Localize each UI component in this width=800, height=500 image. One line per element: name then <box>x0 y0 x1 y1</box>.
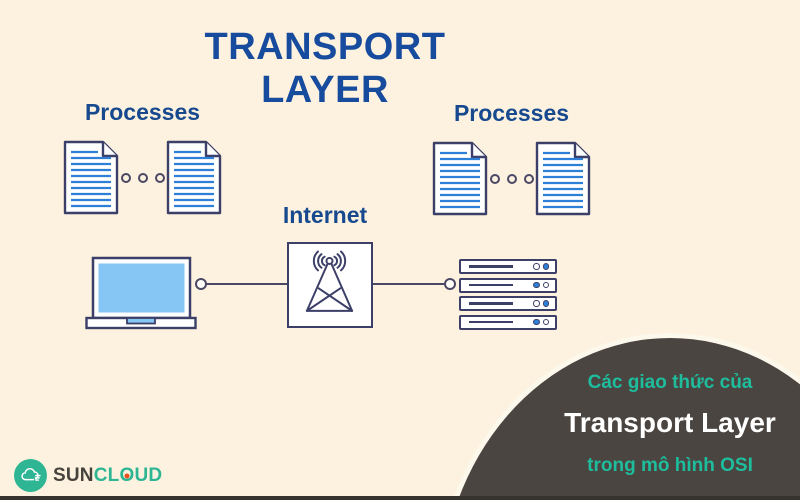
server-icon <box>459 259 557 330</box>
left-process-cluster <box>62 140 223 215</box>
left-processes-label: Processes <box>84 99 201 125</box>
orange-dot-icon <box>124 473 130 479</box>
banner-line-2: Transport Layer <box>564 407 776 438</box>
dot-icon <box>506 173 517 184</box>
connector-line-left <box>205 283 287 285</box>
laptop-icon <box>85 256 197 330</box>
banner-line-3: trong mô hình OSI <box>587 455 753 476</box>
server-row <box>459 314 557 330</box>
document-icon <box>63 140 119 215</box>
page-title: TRANSPORT LAYER <box>204 26 446 111</box>
internet-label: Internet <box>282 202 368 228</box>
server-led-icon <box>533 300 540 307</box>
document-icon <box>432 141 488 216</box>
logo-text-cloud-post: UD <box>134 464 163 486</box>
logo-text-sun: SUN <box>53 464 94 486</box>
right-process-cluster <box>431 141 592 216</box>
cloud-logo-badge <box>14 459 47 492</box>
server-led-icon <box>542 263 549 270</box>
bottom-border-strip <box>0 496 800 500</box>
server-slot-line <box>469 265 513 268</box>
document-icon <box>166 140 222 215</box>
dot-icon <box>523 173 534 184</box>
server-led-icon <box>542 281 549 289</box>
suncloud-logo: SUNCLOUD <box>14 459 162 492</box>
dot-icon <box>154 172 165 183</box>
internet-node-box <box>287 242 373 328</box>
server-slot-line <box>469 283 513 287</box>
connector-line-right <box>373 283 444 285</box>
dot-icon <box>489 173 500 184</box>
server-led-icon <box>533 263 540 270</box>
right-processes-label: Processes <box>453 100 570 126</box>
server-led-icon <box>542 300 549 307</box>
server-row <box>459 277 557 293</box>
banner-text: Các giao thức của Transport Layer trong … <box>540 372 800 477</box>
document-icon <box>535 141 591 216</box>
dot-icon <box>137 172 148 183</box>
server-row <box>459 259 557 274</box>
server-led-icon <box>533 318 540 326</box>
logo-text-cloud-pre: CL <box>93 464 120 486</box>
ellipsis-dots-icon <box>489 173 534 184</box>
server-slot-line <box>469 320 513 324</box>
logo-letter-o: O <box>119 465 134 487</box>
dot-icon <box>120 172 131 183</box>
connector-node-icon <box>195 278 207 290</box>
cloud-icon <box>20 467 41 481</box>
ellipsis-dots-icon <box>120 172 165 183</box>
banner-line-1: Các giao thức của <box>587 372 753 393</box>
server-row <box>459 296 557 311</box>
logo-wordmark: SUNCLOUD <box>53 465 162 487</box>
radio-tower-icon <box>305 250 354 312</box>
server-slot-line <box>469 302 513 305</box>
server-led-icon <box>542 318 549 326</box>
server-led-icon <box>533 281 540 289</box>
connector-node-icon <box>444 278 456 290</box>
